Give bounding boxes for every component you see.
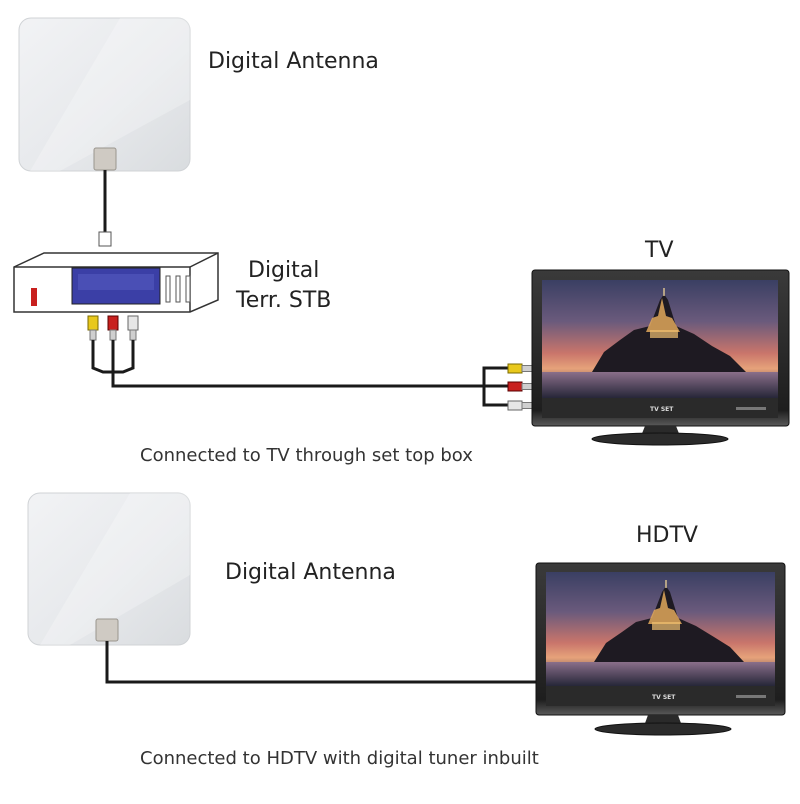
tv-rca-plugs — [507, 363, 533, 411]
tv-rca-yellow — [507, 363, 523, 374]
top-antenna-label: Digital Antenna — [208, 49, 379, 74]
top-antenna — [18, 17, 191, 247]
bottom-antenna-label: Digital Antenna — [225, 560, 396, 585]
stb-button-3 — [185, 275, 191, 303]
stb-rca-plugs — [87, 315, 139, 341]
bottom-tv: TV SET — [535, 562, 786, 736]
bottom-tv-brand: TV SET — [652, 694, 676, 701]
coax-cable — [105, 641, 536, 684]
stb-rca-yellow — [87, 315, 99, 331]
stb-rca-white — [127, 315, 139, 331]
tv-label: TV — [645, 238, 674, 263]
tv-rca-red — [507, 381, 523, 392]
top-antenna-plug — [98, 231, 112, 247]
bottom-antenna-panel — [27, 492, 191, 646]
stb-button-2 — [175, 275, 181, 303]
bottom-antenna-reflection — [40, 493, 190, 645]
top-antenna-connector — [93, 147, 117, 171]
stb-power-led — [31, 288, 37, 306]
top-tv-brand: TV SET — [650, 406, 674, 413]
hdtv-label: HDTV — [636, 523, 698, 548]
tv-rca-white — [507, 400, 523, 411]
av-cable — [91, 340, 508, 407]
bottom-tv-stand — [594, 722, 732, 736]
bottom-caption: Connected to HDTV with digital tuner inb… — [140, 748, 539, 769]
top-caption: Connected to TV through set top box — [140, 445, 473, 466]
stb-rca-red — [107, 315, 119, 331]
bottom-antenna-connector — [95, 618, 119, 642]
stb-label-line2: Terr. STB — [236, 288, 332, 313]
stb-label-line1: Digital — [248, 258, 320, 283]
bottom-antenna — [27, 492, 191, 646]
top-tv-stand — [591, 432, 729, 446]
top-tv: TV SET — [531, 269, 790, 446]
top-antenna-reflection — [30, 18, 190, 171]
stb-button-1 — [165, 275, 171, 303]
set-top-box — [13, 252, 219, 313]
